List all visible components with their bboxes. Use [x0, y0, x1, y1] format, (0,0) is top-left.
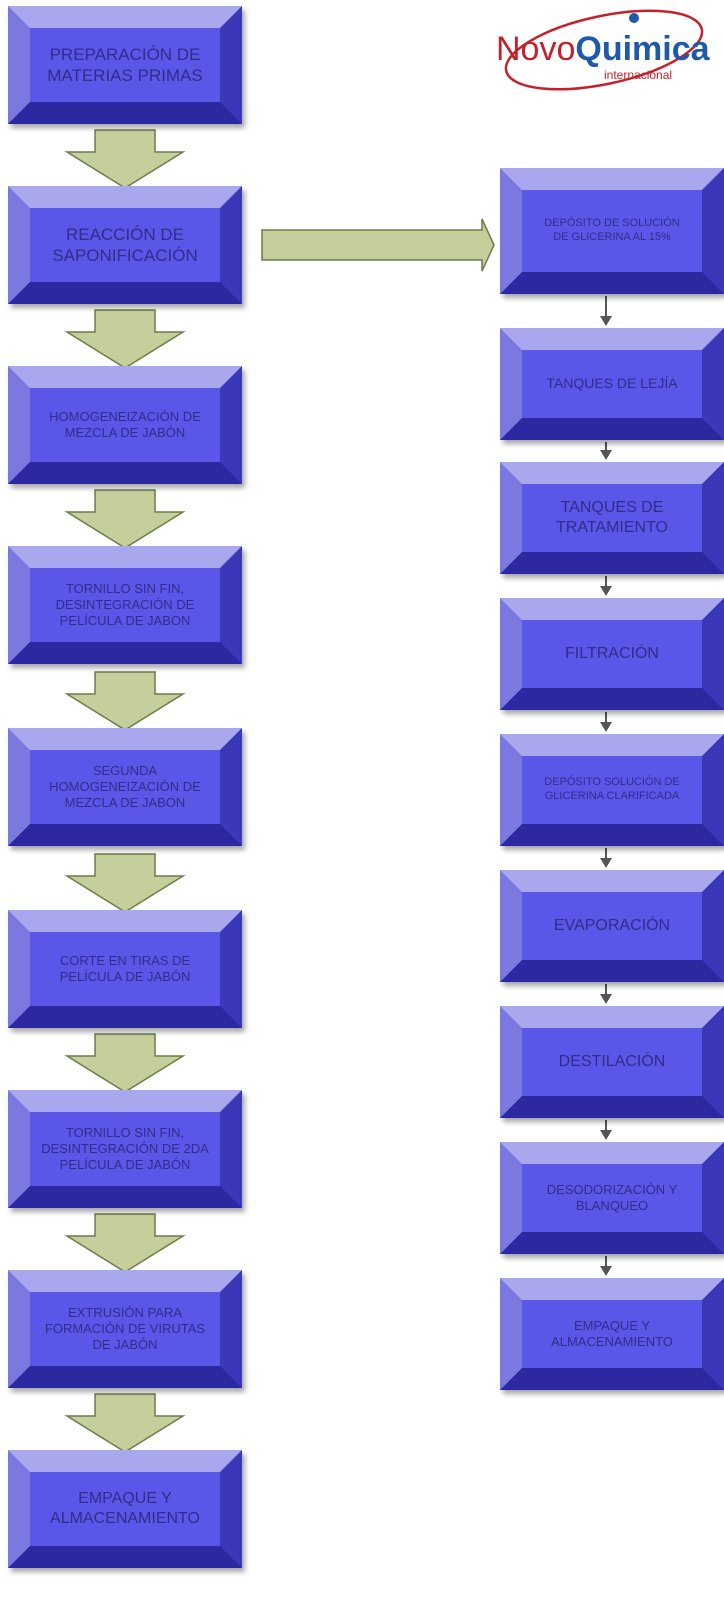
right-step-3-label: TANQUES DE TRATAMIENTO	[556, 499, 668, 536]
right-step-8-label: DESODORIZACIÓN Y BLANQUEO	[546, 1181, 678, 1213]
left-step-5: SEGUNDA HOMOGENEIZACIÓN DE MEZCLA DE JAB…	[8, 728, 242, 846]
right-step-4: FILTRACIÓN	[500, 598, 724, 710]
right-step-9: EMPAQUE Y ALMACENAMIENTO	[500, 1278, 724, 1390]
small-arrow-6	[600, 984, 612, 1004]
small-arrow-8	[600, 1256, 612, 1276]
right-step-1: DEPÓSITO DE SOLUCIÓN DE GLICERINA AL 15%	[500, 168, 724, 294]
right-step-6: EVAPORACIÓN	[500, 870, 724, 982]
left-step-4-label: TORNILLO SIN FIN, DESINTEGRACIÓN DE PELÍ…	[55, 580, 195, 629]
left-step-9: EMPAQUE Y ALMACENAMIENTO	[8, 1450, 242, 1568]
right-step-1-label: DEPÓSITO DE SOLUCIÓN DE GLICERINA AL 15%	[544, 217, 680, 243]
left-step-8: EXTRUSIÓN PARA FORMACIÓN DE VIRUTAS DE J…	[8, 1270, 242, 1388]
down-arrow-5	[64, 853, 186, 913]
right-step-3: TANQUES DE TRATAMIENTO	[500, 462, 724, 574]
company-logo: NovoQuimica internacional	[486, 4, 724, 100]
left-step-6-label: CORTE EN TIRAS DE PELÍCULA DE JABÓN	[59, 952, 191, 984]
left-step-8-label: EXTRUSIÓN PARA FORMACIÓN DE VIRUTAS DE J…	[44, 1304, 206, 1353]
logo-swoosh	[504, 9, 704, 91]
right-step-8-face: DESODORIZACIÓN Y BLANQUEO	[522, 1164, 702, 1232]
left-step-2-face: REACCIÓN DE SAPONIFICACIÓN	[30, 208, 220, 282]
logo-text: NovoQuimica	[496, 30, 710, 69]
left-step-4-face: TORNILLO SIN FIN, DESINTEGRACIÓN DE PELÍ…	[30, 568, 220, 642]
small-arrow-2	[600, 442, 612, 460]
right-step-7-label: DESTILACIÓN	[558, 1053, 666, 1070]
down-arrow-6	[64, 1033, 186, 1093]
right-step-2-face: TANQUES DE LEJÍA	[522, 350, 702, 418]
down-arrow-2	[64, 309, 186, 369]
left-step-3-label: HOMOGENEIZACIÓN DE MEZCLA DE JABÓN	[49, 408, 201, 440]
left-step-6-face: CORTE EN TIRAS DE PELÍCULA DE JABÓN	[30, 932, 220, 1006]
logo-name-part2: Quimica	[575, 30, 710, 68]
branch-arrow	[261, 218, 495, 272]
small-arrow-3	[600, 576, 612, 596]
logo-name-part1: Novo	[496, 30, 576, 68]
left-step-8-face: EXTRUSIÓN PARA FORMACIÓN DE VIRUTAS DE J…	[30, 1292, 220, 1366]
left-step-9-label: EMPAQUE Y ALMACENAMIENTO	[50, 1490, 200, 1527]
left-step-5-face: SEGUNDA HOMOGENEIZACIÓN DE MEZCLA DE JAB…	[30, 750, 220, 824]
left-step-4: TORNILLO SIN FIN, DESINTEGRACIÓN DE PELÍ…	[8, 546, 242, 664]
small-arrow-7	[600, 1120, 612, 1140]
right-step-6-label: EVAPORACIÓN	[553, 917, 671, 934]
left-step-2-label: REACCIÓN DE SAPONIFICACIÓN	[52, 224, 198, 265]
right-step-5-face: DEPÓSITO SOLUCIÓN DE GLICERINA CLARIFICA…	[522, 756, 702, 824]
right-step-6-face: EVAPORACIÓN	[522, 892, 702, 960]
left-step-5-label: SEGUNDA HOMOGENEIZACIÓN DE MEZCLA DE JAB…	[49, 762, 201, 811]
small-arrow-4	[600, 712, 612, 732]
right-step-2-label: TANQUES DE LEJÍA	[546, 375, 678, 392]
left-step-7-label: TORNILLO SIN FIN, DESINTEGRACIÓN DE 2DA …	[41, 1124, 209, 1173]
right-step-5: DEPÓSITO SOLUCIÓN DE GLICERINA CLARIFICA…	[500, 734, 724, 846]
right-step-1-face: DEPÓSITO DE SOLUCIÓN DE GLICERINA AL 15%	[522, 190, 702, 272]
left-step-6: CORTE EN TIRAS DE PELÍCULA DE JABÓN	[8, 910, 242, 1028]
down-arrow-4	[64, 671, 186, 731]
left-step-7: TORNILLO SIN FIN, DESINTEGRACIÓN DE 2DA …	[8, 1090, 242, 1208]
small-arrow-1	[600, 296, 612, 326]
left-step-1-label: PREPARACIÓN DE MATERIAS PRIMAS	[47, 44, 203, 85]
right-step-7: DESTILACIÓN	[500, 1006, 724, 1118]
left-step-1-face: PREPARACIÓN DE MATERIAS PRIMAS	[30, 28, 220, 102]
left-step-9-face: EMPAQUE Y ALMACENAMIENTO	[30, 1472, 220, 1546]
down-arrow-3	[64, 489, 186, 549]
right-step-3-face: TANQUES DE TRATAMIENTO	[522, 484, 702, 552]
right-step-9-face: EMPAQUE Y ALMACENAMIENTO	[522, 1300, 702, 1368]
small-arrow-5	[600, 848, 612, 868]
right-step-7-face: DESTILACIÓN	[522, 1028, 702, 1096]
down-arrow-7	[64, 1213, 186, 1273]
down-arrow-1	[64, 129, 186, 189]
left-step-3: HOMOGENEIZACIÓN DE MEZCLA DE JABÓN	[8, 366, 242, 484]
left-step-3-face: HOMOGENEIZACIÓN DE MEZCLA DE JABÓN	[30, 388, 220, 462]
right-step-5-label: DEPÓSITO SOLUCIÓN DE GLICERINA CLARIFICA…	[544, 776, 680, 802]
right-step-4-label: FILTRACIÓN	[565, 645, 659, 662]
left-step-1: PREPARACIÓN DE MATERIAS PRIMAS	[8, 6, 242, 124]
logo-tagline: internacional	[604, 68, 673, 82]
right-step-9-label: EMPAQUE Y ALMACENAMIENTO	[551, 1317, 673, 1349]
left-step-7-face: TORNILLO SIN FIN, DESINTEGRACIÓN DE 2DA …	[30, 1112, 220, 1186]
right-step-2: TANQUES DE LEJÍA	[500, 328, 724, 440]
right-step-8: DESODORIZACIÓN Y BLANQUEO	[500, 1142, 724, 1254]
right-step-4-face: FILTRACIÓN	[522, 620, 702, 688]
left-step-2: REACCIÓN DE SAPONIFICACIÓN	[8, 186, 242, 304]
down-arrow-8	[64, 1393, 186, 1453]
